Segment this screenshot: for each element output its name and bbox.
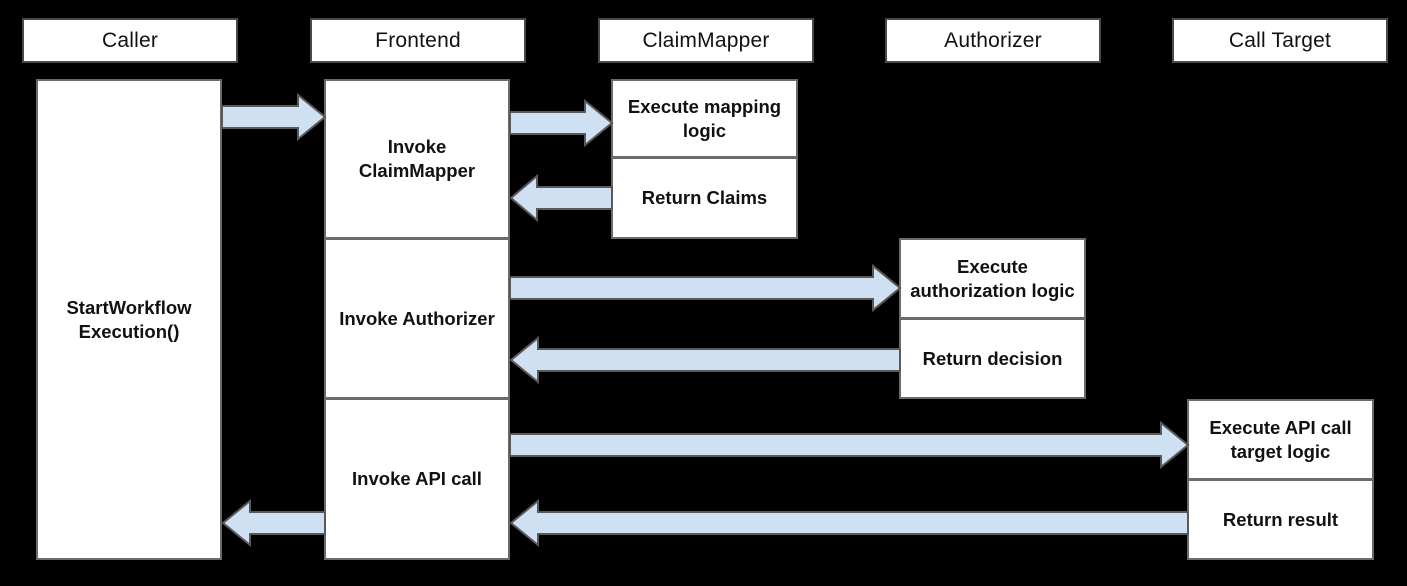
activity-execute-api-call-target-logic: Execute API call target logic (1187, 399, 1374, 480)
flow-arrow-caller-to-frontend (221, 92, 327, 142)
activity-invoke-claimmapper-label: Invoke ClaimMapper (358, 136, 476, 181)
activity-return-decision-label: Return decision (922, 347, 1063, 369)
flow-arrow-frontend-to-caller (221, 498, 326, 548)
lane-header-frontend: Frontend (310, 18, 526, 63)
activity-execute-api-call-target-logic-label: Execute API call target logic (1209, 416, 1352, 462)
activity-execute-authorization-logic: Execute authorization logic (899, 238, 1086, 319)
activity-invoke-api-call-label: Invoke API call (352, 468, 482, 490)
activity-return-result-label: Return result (1222, 508, 1339, 530)
lane-header-authorizer-label: Authorizer (944, 28, 1042, 52)
flow-arrow-authorizer-to-frontend (509, 335, 901, 385)
lane-header-calltarget: Call Target (1172, 18, 1388, 63)
activity-return-decision: Return decision (899, 318, 1086, 399)
activity-invoke-api-call: Invoke API call (324, 398, 510, 560)
flow-arrow-frontend-to-authorizer (509, 263, 902, 313)
lane-header-caller-label: Caller (101, 28, 159, 52)
lane-header-authorizer: Authorizer (885, 18, 1101, 63)
lane-header-frontend-label: Frontend (375, 28, 461, 52)
activity-invoke-claimmapper: Invoke ClaimMapper (324, 79, 510, 239)
activity-execute-mapping-logic: Execute mapping logic (611, 79, 798, 158)
flow-arrow-calltarget-to-frontend (509, 498, 1189, 548)
flow-arrow-frontend-to-claimmapper (509, 98, 614, 148)
lane-header-caller: Caller (22, 18, 238, 63)
activity-start-workflow-execution-label: StartWorkflow Execution() (66, 296, 192, 342)
activity-return-result: Return result (1187, 479, 1374, 560)
activity-invoke-authorizer-label: Invoke Authorizer (339, 307, 495, 329)
activity-start-workflow-execution: StartWorkflow Execution() (36, 79, 222, 560)
activity-return-claims: Return Claims (611, 157, 798, 239)
lane-header-calltarget-label: Call Target (1228, 28, 1332, 52)
lane-header-claimmapper: ClaimMapper (598, 18, 814, 63)
flow-arrow-frontend-to-calltarget (509, 420, 1190, 470)
lane-header-claimmapper-label: ClaimMapper (642, 28, 770, 52)
activity-invoke-authorizer: Invoke Authorizer (324, 238, 510, 399)
activity-execute-authorization-logic-label: Execute authorization logic (910, 255, 1075, 301)
activity-execute-mapping-logic-label: Execute mapping logic (627, 95, 782, 141)
flow-arrow-claimmapper-to-frontend (509, 173, 613, 223)
activity-return-claims-label: Return Claims (641, 187, 768, 209)
